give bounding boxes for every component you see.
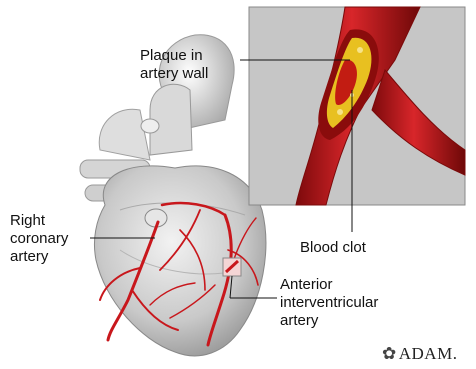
logo-text: ADAM. xyxy=(399,344,458,363)
label-line: artery xyxy=(10,248,68,266)
label-plaque-in-artery-wall: Plaque in artery wall xyxy=(140,47,208,83)
adam-logo: ✿ADAM. xyxy=(382,344,457,364)
label-anterior-interventricular-artery: Anterior interventricular artery xyxy=(280,276,378,330)
flower-icon: ✿ xyxy=(382,344,397,363)
label-line: Blood clot xyxy=(300,239,366,257)
label-line: Plaque in xyxy=(140,47,208,65)
label-line: Anterior xyxy=(280,276,378,294)
label-line: coronary xyxy=(10,230,68,248)
label-line: artery xyxy=(280,312,378,330)
label-line: artery wall xyxy=(140,65,208,83)
label-line: interventricular xyxy=(280,294,378,312)
label-line: Right xyxy=(10,212,68,230)
artery-inset xyxy=(249,7,465,205)
label-right-coronary-artery: Right coronary artery xyxy=(10,212,68,266)
label-blood-clot: Blood clot xyxy=(300,239,366,257)
